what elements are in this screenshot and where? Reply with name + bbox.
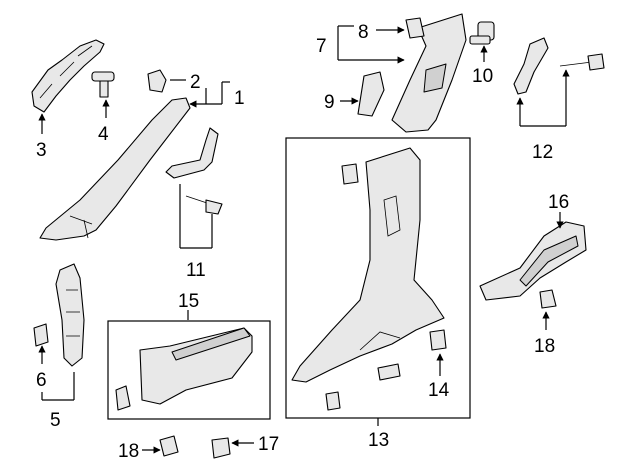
svg-text:18: 18 [534,336,555,357]
callout-3: 3 [36,113,47,161]
part-14-clip [429,329,447,351]
svg-text:5: 5 [50,410,61,431]
part-2-clip [147,69,167,93]
svg-text:11: 11 [186,260,206,281]
svg-text:12: 12 [532,142,553,163]
callout-7-8: 8 7 [316,22,405,64]
part-15-box [107,320,271,420]
callout-14: 14 [428,353,450,401]
svg-text:7: 7 [316,36,327,57]
part-13-b-pillar-lower [291,147,445,383]
part-3-bracket [31,39,105,113]
svg-text:10: 10 [472,66,493,87]
part-1-pillar-trim [39,97,191,241]
svg-text:16: 16 [548,192,569,213]
callout-17: 17 [231,434,279,455]
svg-text:1: 1 [234,88,245,109]
svg-text:6: 6 [36,370,47,391]
part-13-clip-upper [341,163,359,185]
callout-18-bottom: 18 [118,441,161,462]
callout-5-6: 6 5 [36,345,75,431]
callout-15: 15 [178,291,199,320]
svg-text:17: 17 [258,434,279,455]
callout-13: 13 [368,418,389,451]
part-15-scuff-plate [139,327,253,405]
callout-9: 9 [324,92,359,113]
callout-12: 12 [516,69,570,163]
part-5-lower-pillar [55,263,85,367]
part-10-bolt [469,21,495,45]
part-8-clip [405,17,425,39]
svg-text:18: 18 [118,441,139,462]
svg-text:15: 15 [178,291,199,312]
part-12-grab-handle [513,37,605,95]
callout-1-2: 2 1 [170,72,245,109]
part-4-bolt [91,71,115,98]
callout-18-right: 18 [534,311,555,357]
part-7-b-pillar-upper [391,13,467,133]
part-11-grab-handle [165,127,223,215]
part-13-clip-lower [325,391,341,411]
part-6-clip [33,323,49,347]
svg-text:2: 2 [190,72,201,93]
svg-text:4: 4 [98,124,109,145]
svg-text:3: 3 [36,140,47,161]
part-18-clip-right [539,289,557,309]
part-16-scuff-plate [479,221,587,301]
svg-text:14: 14 [428,380,450,401]
svg-text:8: 8 [358,22,369,43]
svg-text:9: 9 [324,92,335,113]
part-18-clip-bottom [159,435,179,457]
part-17-clip [211,437,231,459]
part-13-insert [377,363,401,381]
callout-4: 4 [98,99,110,145]
part-9-bracket [357,71,385,117]
part-15-clip [115,385,131,411]
callout-16: 16 [548,192,569,229]
callout-10: 10 [472,45,493,87]
svg-text:13: 13 [368,430,389,451]
callout-11: 11 [179,184,213,281]
